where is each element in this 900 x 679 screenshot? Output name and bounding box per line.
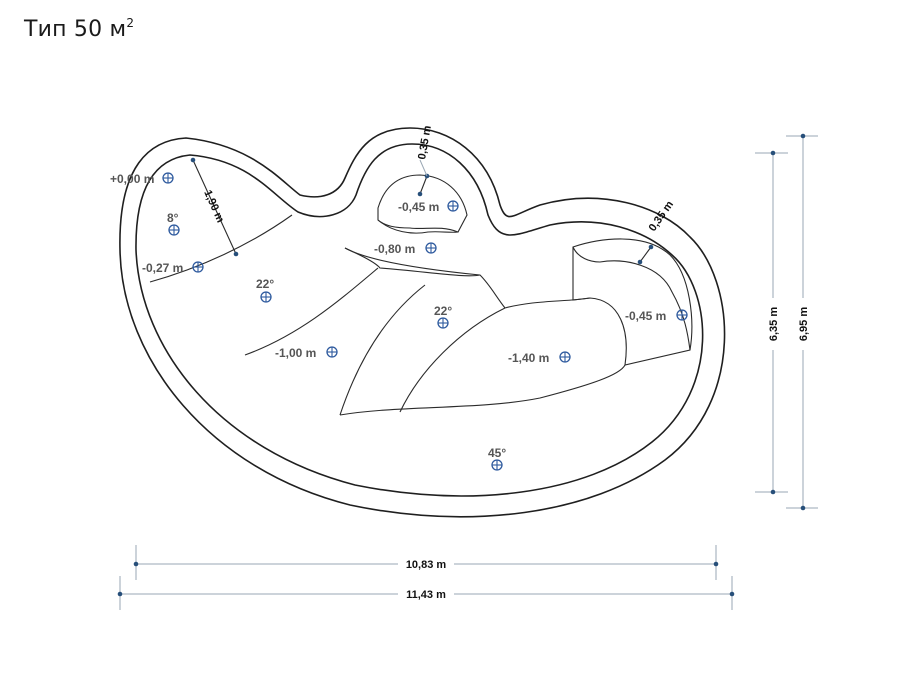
width-inner-dot-right	[713, 561, 719, 567]
crosshair-icon	[326, 346, 338, 358]
wall-right-line	[639, 246, 652, 263]
slope-marker-2: 22°	[434, 304, 452, 329]
slope-label: 22°	[434, 304, 452, 318]
width-inner-label: 10,83 m	[406, 559, 447, 571]
depth-label: -0,45 m	[625, 309, 666, 323]
slope-marker-3: 45°	[488, 446, 506, 471]
wall-top-leader	[419, 159, 428, 177]
deep-area-edge	[339, 364, 626, 416]
height-inner-dimension: 6,35 m	[755, 150, 788, 495]
crosshair-icon	[437, 317, 449, 329]
slope-band-right	[399, 307, 506, 413]
depth-label: -0,80 m	[374, 242, 415, 256]
depth-label: +0,00 m	[110, 172, 154, 186]
depth-marker-3: -0,80 m	[374, 242, 437, 256]
depth-label: -0,45 m	[398, 200, 439, 214]
crosshair-icon	[491, 459, 503, 471]
depth-marker-2: -0,45 m	[398, 200, 459, 214]
title-text: Тип 50 м	[24, 17, 127, 42]
shelf-divider-1	[244, 267, 379, 356]
step-width-end-dot	[233, 251, 239, 257]
height-inner-label: 6,35 m	[768, 307, 780, 341]
title-superscript: 2	[126, 16, 135, 30]
height-inner-dot-bottom	[770, 489, 776, 495]
depth-label: -1,00 m	[275, 346, 316, 360]
crosshair-icon	[168, 224, 180, 236]
wall-top-dot-a	[417, 191, 423, 197]
pool-outer-outline	[119, 127, 726, 518]
right-bench	[572, 238, 693, 366]
width-outer-label: 11,43 m	[406, 589, 446, 601]
width-inner-dimension: 10,83 m	[133, 545, 719, 580]
entry-step-divider	[149, 214, 293, 283]
slope-label: 22°	[256, 277, 274, 291]
height-outer-dot-bottom	[800, 505, 806, 511]
crosshair-icon	[162, 172, 174, 184]
pool-inner-outline	[135, 143, 704, 497]
slope-label: 45°	[488, 446, 506, 460]
slope-label: 8°	[167, 211, 179, 225]
wall-right-dot-b	[648, 244, 654, 250]
slope-marker-0: 8°	[167, 211, 180, 236]
height-inner-dot-top	[770, 150, 776, 156]
width-outer-dimension: 11,43 m	[117, 576, 735, 610]
slope-marker-1: 22°	[256, 277, 274, 303]
crosshair-icon	[559, 351, 571, 363]
depth-marker-6: -0,45 m	[625, 309, 688, 323]
crosshair-icon	[192, 261, 204, 273]
page-title: Тип 50 м2	[24, 16, 134, 42]
wall-right-dot-a	[637, 259, 643, 265]
crosshair-icon	[676, 309, 688, 321]
height-outer-dimension: 6,95 m	[786, 133, 818, 511]
depth-marker-0: +0,00 m	[110, 172, 174, 186]
depth-marker-5: -1,40 m	[508, 351, 571, 365]
wall-right-label: 0,35 m	[647, 199, 677, 234]
crosshair-icon	[260, 291, 272, 303]
crosshair-icon	[447, 200, 459, 212]
top-bench	[377, 174, 468, 233]
deep-area-top	[504, 297, 591, 309]
right-bench-edge	[572, 246, 691, 351]
wall-top-label: 0,35 m	[416, 124, 434, 160]
depth-marker-1: -0,27 m	[142, 261, 204, 275]
depth-label: -1,40 m	[508, 351, 549, 365]
depth-marker-4: -1,00 m	[275, 346, 338, 360]
width-inner-dot-left	[133, 561, 139, 567]
step-width-start-dot	[190, 157, 196, 163]
width-outer-dot-left	[117, 591, 123, 597]
height-outer-label: 6,95 m	[798, 307, 810, 341]
wall-top-line	[419, 175, 428, 195]
width-outer-dot-right	[729, 591, 735, 597]
ledge-080-lower	[344, 247, 481, 277]
height-outer-dot-top	[800, 133, 806, 139]
top-bench-step	[377, 219, 459, 234]
crosshair-icon	[425, 242, 437, 254]
step-width-line	[192, 159, 237, 255]
depth-label: -0,27 m	[142, 261, 183, 275]
step-width-label: 1,90 m	[201, 188, 226, 224]
slope-band-left	[339, 284, 426, 416]
ledge-080	[344, 247, 506, 309]
